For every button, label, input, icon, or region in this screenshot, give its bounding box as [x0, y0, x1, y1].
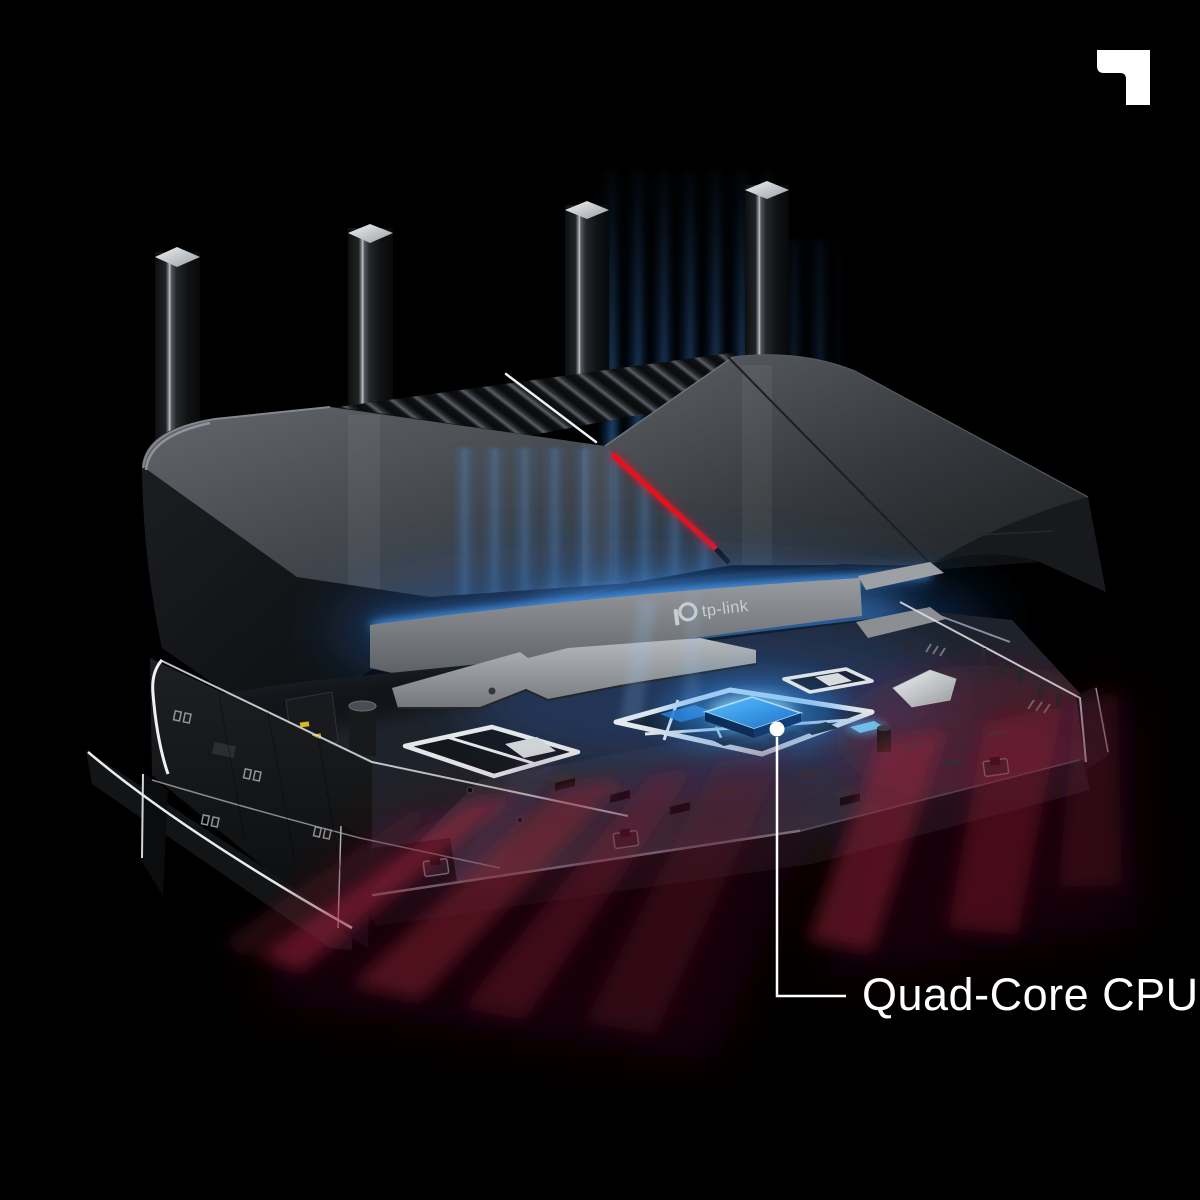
rim-corner-arc	[151, 658, 170, 775]
brand-logo-text: tp-link	[701, 597, 750, 621]
callout-line	[775, 737, 846, 998]
fin-highlight	[504, 372, 598, 444]
left-blade-edge	[141, 773, 144, 859]
capacitor	[348, 700, 377, 756]
accent-stripe-end	[714, 547, 731, 565]
accent-stripe	[610, 452, 718, 551]
antenna-cap	[155, 247, 200, 267]
antenna-cap	[348, 224, 393, 243]
antenna-reflection	[348, 415, 380, 597]
shield-lid-plate	[392, 638, 756, 708]
callout-label: Quad-Core CPU	[862, 969, 1199, 1020]
screw-hole	[488, 687, 496, 695]
cover-corner-highlight	[144, 421, 211, 471]
cpu-chip-side	[705, 712, 754, 738]
antennas	[155, 181, 789, 462]
chip-white	[505, 737, 556, 758]
right-wall-pins	[905, 640, 1061, 708]
cover-groove	[939, 530, 1054, 538]
callout: Quad-Core CPU	[769, 721, 1199, 1020]
antenna-2	[348, 224, 393, 433]
bent-shield-piece	[892, 669, 957, 708]
wall-vents	[172, 709, 332, 840]
plate-piece-upper-right	[858, 562, 944, 590]
plate-face	[370, 578, 862, 678]
screw-hole	[466, 786, 474, 794]
cover-right-facet	[605, 354, 1088, 565]
tp-link-logo-stem	[673, 609, 680, 626]
wall-recess	[211, 741, 237, 759]
left-wall	[150, 658, 372, 930]
cpu	[665, 680, 845, 748]
wall-seams	[217, 689, 343, 881]
callout-anchor-dot	[769, 721, 785, 737]
rim-mid	[151, 779, 501, 869]
cover-seam-line	[727, 356, 931, 564]
antenna-4	[745, 181, 789, 385]
antenna-cap	[745, 181, 789, 199]
chip-blue-small	[846, 719, 886, 735]
cover-shoulder-edge	[732, 354, 1089, 498]
thermal-glow-rays	[222, 688, 1142, 1065]
left-blade-foot	[141, 772, 168, 896]
shield-frame-right	[782, 667, 874, 694]
cover-apex-edge	[604, 356, 734, 447]
cover-top-edge-highlight	[142, 406, 331, 469]
antenna-cap	[565, 201, 609, 219]
board-right-edge-light	[939, 615, 1011, 643]
cover-right-side-face	[930, 497, 1106, 592]
antenna-reflection	[742, 365, 772, 565]
tp-link-corner-mark-icon	[1097, 50, 1150, 105]
cover-left-side-face	[142, 466, 430, 728]
chip-white	[815, 673, 852, 686]
